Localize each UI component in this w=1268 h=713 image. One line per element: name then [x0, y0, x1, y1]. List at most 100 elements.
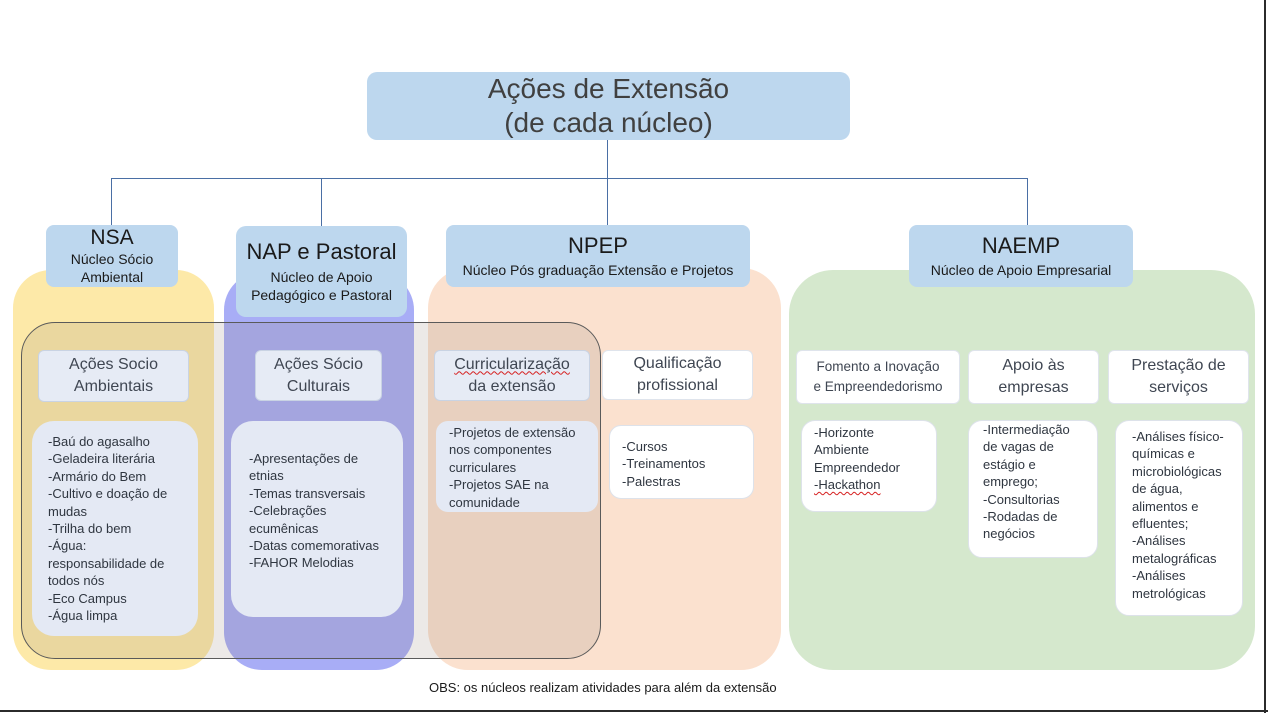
npep-title: NPEP	[568, 232, 628, 258]
list-item: alimentos e	[1132, 498, 1199, 514]
list-item: -Hackathon	[814, 477, 881, 493]
list-item: responsabilidade de	[48, 555, 165, 571]
connector-vertical-main	[607, 140, 608, 250]
acoes-socio-culturais-box: Ações Sócio Culturais	[255, 350, 382, 401]
apoio-empresas-line2: empresas	[998, 379, 1069, 396]
list-item: -Baú do agasalho	[48, 434, 150, 449]
list-item: -Eco Campus	[48, 590, 127, 606]
list-item: -Rodadas de	[983, 509, 1058, 525]
list-item: -FAHOR Melodias	[249, 555, 354, 571]
nsa-header: NSA Núcleo Sócio Ambiental	[46, 225, 178, 287]
curricularizacao-list: -Projetos de extensão nos componentes cu…	[436, 421, 598, 512]
list-item: microbiológicas	[1132, 463, 1222, 479]
socio-culturais-list: -Apresentações de etnias -Temas transver…	[231, 421, 403, 617]
list-item: -Análises	[1132, 568, 1186, 584]
list-item: -Temas transversais	[249, 485, 366, 501]
connector-horizontal	[111, 178, 1028, 179]
nap-subtitle-line1: Núcleo de Apoio	[270, 268, 373, 285]
nsa-subtitle-line1: Núcleo Sócio	[70, 251, 154, 267]
bottom-border	[0, 710, 1268, 712]
list-item: -Armário do Bem	[48, 468, 147, 484]
nap-subtitle-line2: Pedagógico e Pastoral	[251, 286, 392, 303]
list-item: -Intermediação	[983, 422, 1070, 437]
acoes-socio-culturais-line2: Culturais	[286, 377, 351, 395]
nap-title: NAP e Pastoral	[246, 238, 397, 264]
apoio-empresas-box: Apoio às empresas	[968, 350, 1099, 404]
qualificacao-list: -Cursos -Treinamentos -Palestras	[609, 425, 754, 499]
list-item: -Geladeira literária	[48, 451, 155, 467]
list-item: todos nós	[48, 573, 105, 589]
naemp-title: NAEMP	[981, 232, 1061, 258]
list-item: -Consultorias	[983, 491, 1060, 507]
list-item: -Água:	[48, 538, 87, 554]
connector-nsa	[111, 178, 112, 226]
list-item: mudas	[48, 503, 88, 519]
main-title-box: Ações de Extensão (de cada núcleo)	[367, 72, 850, 140]
list-item: -Celebrações	[249, 503, 327, 519]
naemp-subtitle: Núcleo de Apoio Empresarial	[930, 261, 1112, 278]
main-title-line1: Ações de Extensão	[487, 73, 730, 104]
list-item: negócios	[983, 526, 1036, 542]
curricularizacao-box: Curricularização da extensão	[434, 350, 590, 401]
right-border	[1264, 0, 1266, 713]
list-item: etnias	[249, 468, 284, 484]
curricularizacao-line2: da extensão	[468, 377, 556, 395]
fomento-box: Fomento a Inovação e Empreendedorismo	[796, 350, 960, 404]
prestacao-box: Prestação de serviços	[1108, 350, 1249, 404]
fomento-line1: Fomento a Inovação	[816, 359, 940, 374]
list-item: Empreendedor	[814, 459, 900, 475]
qualificacao-line2: profissional	[637, 377, 718, 394]
apoio-empresas-line1: Apoio às	[1002, 357, 1065, 374]
list-item: -Água limpa	[48, 608, 118, 624]
list-item: metrológicas	[1132, 585, 1206, 601]
connector-naemp	[1027, 178, 1028, 226]
list-item: de vagas de	[983, 439, 1054, 455]
list-item: comunidade	[449, 494, 520, 510]
qualificacao-box: Qualificação profissional	[602, 350, 753, 400]
list-item: -Horizonte	[814, 425, 874, 440]
fomento-list: -Horizonte Ambiente Empreendedor -Hackat…	[801, 420, 937, 512]
list-item: ecumênicas	[249, 520, 319, 536]
list-item: curriculares	[449, 459, 517, 475]
nsa-title: NSA	[90, 226, 134, 249]
list-item: -Projetos de extensão	[449, 425, 576, 440]
main-title-line2: (de cada núcleo)	[504, 107, 713, 138]
acoes-socio-ambientais-line1: Ações Socio	[69, 356, 158, 373]
list-item: Ambiente	[814, 442, 869, 458]
prestacao-list: -Análises físico- químicas e microbiológ…	[1115, 420, 1243, 616]
list-item: -Palestras	[622, 473, 681, 489]
footer-note: OBS: os núcleos realizam atividades para…	[429, 680, 777, 695]
npep-subtitle: Núcleo Pós graduação Extensão e Projetos	[462, 261, 734, 278]
naemp-header: NAEMP Núcleo de Apoio Empresarial	[909, 225, 1133, 287]
list-item: -Datas comemorativas	[249, 538, 380, 554]
list-item: -Apresentações de	[249, 451, 359, 466]
acoes-socio-culturais-line1: Ações Sócio	[274, 355, 363, 373]
fomento-line2: e Empreendedorismo	[813, 379, 943, 394]
list-item: estágio e	[983, 456, 1036, 472]
list-item: -Trilha do bem	[48, 521, 132, 537]
apoio-empresas-list: -Intermediação de vagas de estágio e emp…	[968, 420, 1098, 558]
list-item: -Treinamentos	[622, 456, 706, 472]
list-item: efluentes;	[1132, 516, 1189, 532]
list-item: de água,	[1132, 481, 1183, 497]
acoes-socio-ambientais-box: Ações Socio Ambientais	[38, 350, 189, 402]
list-item: emprego;	[983, 474, 1038, 490]
nap-header: NAP e Pastoral Núcleo de Apoio Pedagógic…	[236, 226, 407, 317]
list-item: nos componentes	[449, 442, 552, 458]
prestacao-line1: Prestação de	[1131, 357, 1226, 374]
prestacao-line2: serviços	[1149, 379, 1208, 396]
list-item: -Análises	[1132, 533, 1186, 549]
list-item: -Cursos	[622, 439, 668, 454]
curricularizacao-line1: Curricularização	[454, 355, 570, 373]
qualificacao-line1: Qualificação	[633, 355, 722, 372]
acoes-socio-ambientais-line2: Ambientais	[73, 378, 154, 395]
list-item: -Análises físico-	[1132, 429, 1224, 444]
npep-header: NPEP Núcleo Pós graduação Extensão e Pro…	[446, 225, 750, 287]
nsa-subtitle-line2: Ambiental	[80, 269, 144, 285]
list-item: metalográficas	[1132, 550, 1217, 566]
list-item: -Projetos SAE na	[449, 477, 549, 493]
connector-nap	[321, 178, 322, 226]
list-item: químicas e	[1132, 446, 1195, 462]
list-item: -Cultivo e doação de	[48, 486, 168, 502]
socio-ambientais-list: -Baú do agasalho -Geladeira literária -A…	[32, 421, 198, 636]
